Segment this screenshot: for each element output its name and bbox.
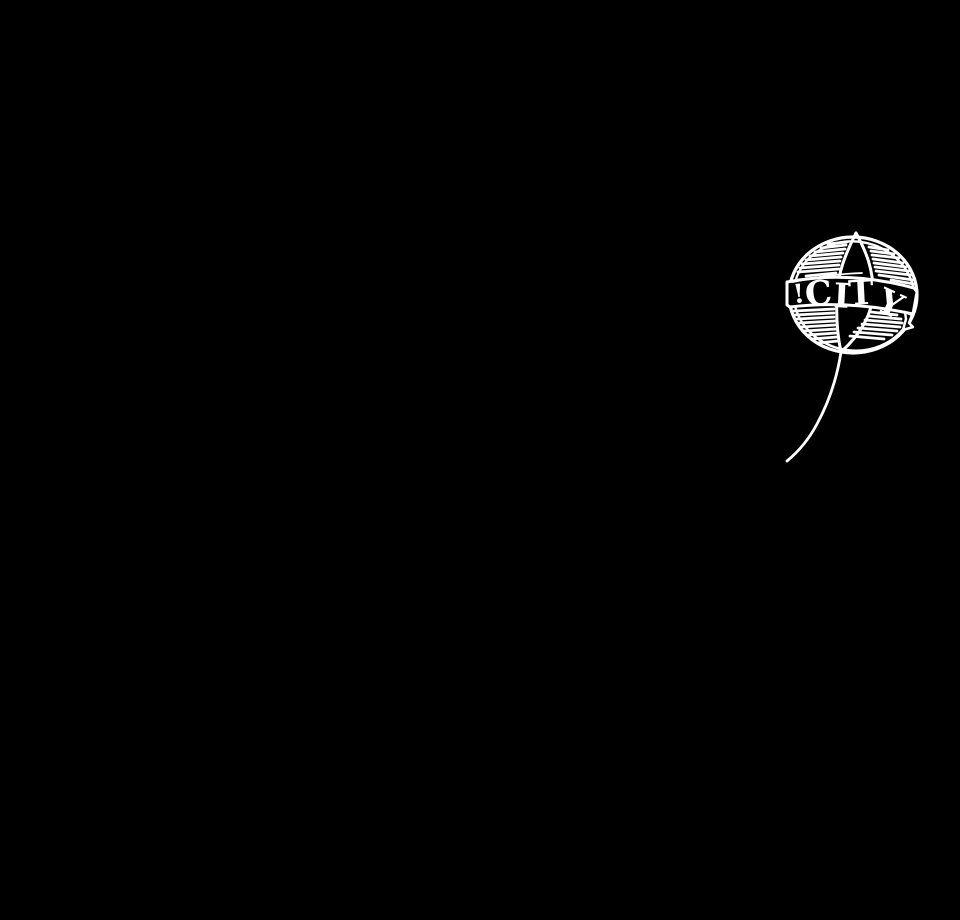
banner-ribbon bbox=[785, 275, 919, 316]
banner-fold-tail bbox=[901, 310, 915, 332]
balloon-globe: ! CITY bbox=[785, 231, 919, 463]
banner-prefix-mark: ! bbox=[792, 279, 806, 310]
balloon-string bbox=[785, 350, 843, 463]
globe-hatching-upper-right bbox=[867, 245, 916, 286]
banner-top-sketch-line bbox=[792, 272, 863, 283]
